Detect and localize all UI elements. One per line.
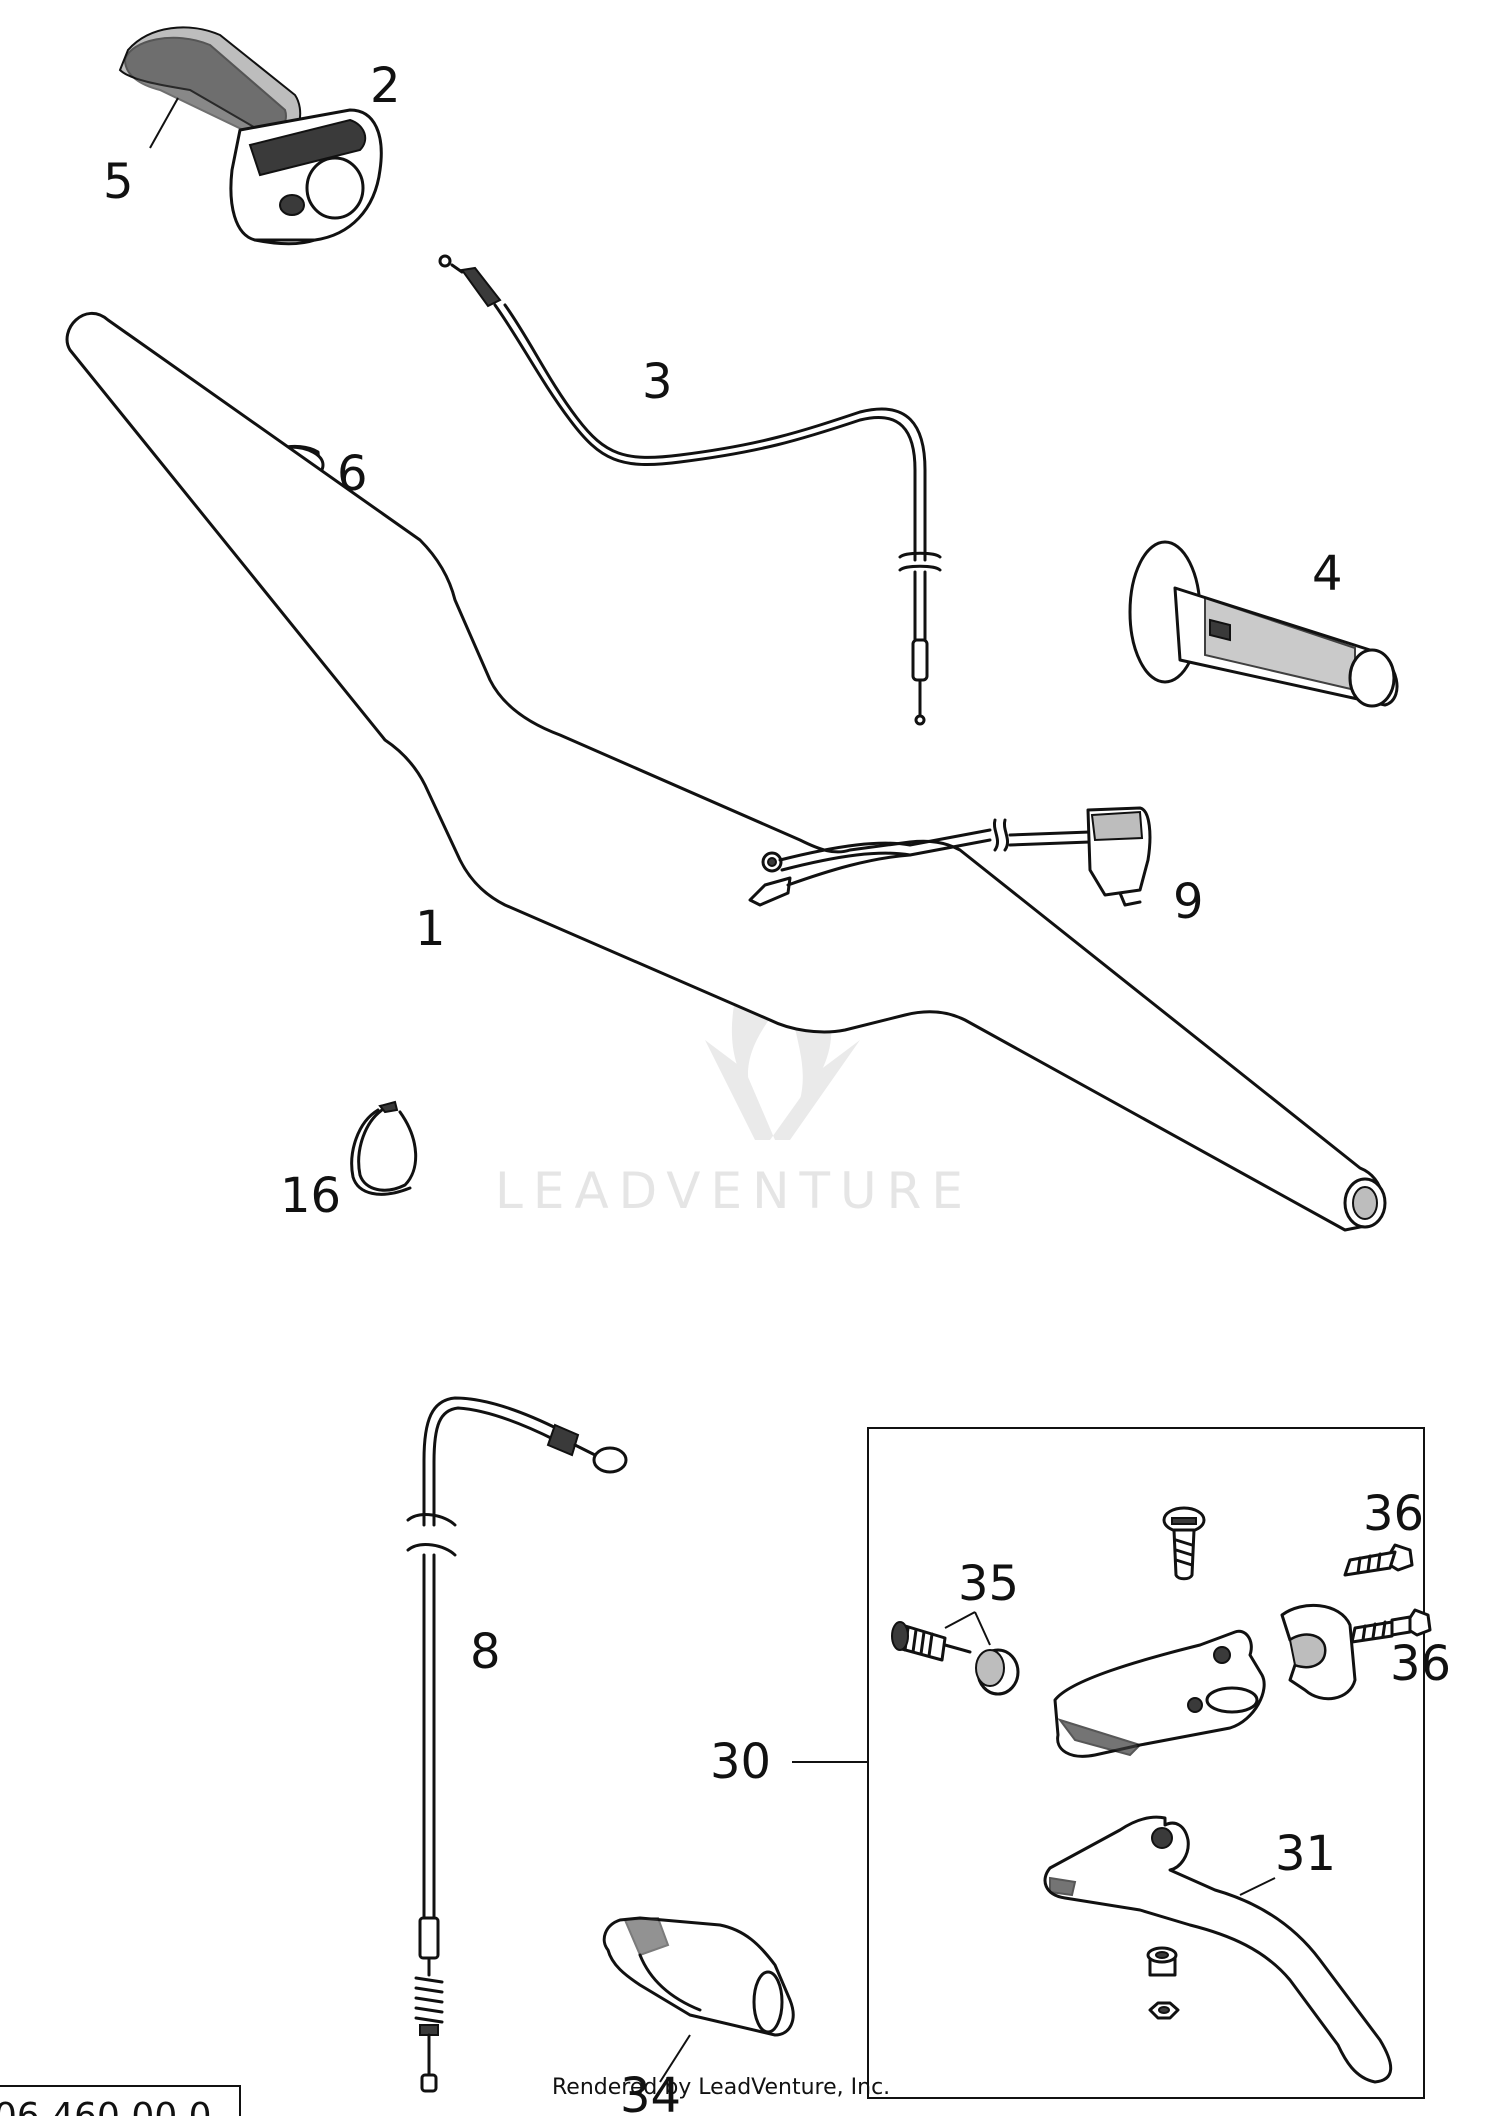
callout-9: 9 — [1173, 874, 1204, 930]
callout-8: 8 — [470, 1624, 501, 1680]
part-16-clamp[interactable] — [350, 1100, 418, 1196]
leader-31 — [1239, 1877, 1276, 1896]
part-30-clutch-lever-assembly[interactable] — [1053, 1506, 1357, 1758]
callout-36-bottom: 36 — [1390, 1636, 1451, 1692]
part-31-clutch-lever[interactable] — [1043, 1815, 1393, 2084]
callout-36-top: 36 — [1363, 1486, 1424, 1542]
callout-16: 16 — [280, 1168, 341, 1224]
callout-3: 3 — [642, 354, 673, 410]
leader-34 — [659, 2034, 691, 2083]
part-4-left-grip[interactable] — [1128, 540, 1399, 708]
callout-31: 31 — [1275, 1826, 1336, 1882]
callout-34: 34 — [620, 2068, 681, 2116]
callout-1: 1 — [415, 901, 446, 957]
part-35-adjuster[interactable] — [891, 1621, 1020, 1696]
diagram-code: 06.460.00.0 — [0, 2096, 212, 2116]
part-8-clutch-cable[interactable] — [406, 1396, 628, 2093]
callout-6: 6 — [337, 446, 368, 502]
part-34-lever-boot[interactable] — [602, 1916, 795, 2037]
leader-35 — [944, 1611, 991, 1646]
callout-35: 35 — [958, 1556, 1019, 1612]
part-36-screws[interactable] — [1343, 1543, 1432, 1644]
callout-5: 5 — [103, 154, 134, 210]
part-2-throttle-housing[interactable] — [118, 26, 383, 246]
callout-4: 4 — [1312, 546, 1343, 602]
watermark-text: LEADVENTURE — [495, 1162, 973, 1220]
part-9-kill-switch[interactable] — [748, 806, 1152, 907]
part-1-handlebar[interactable] — [65, 312, 1387, 1232]
leader-5 — [149, 97, 179, 149]
part-3-throttle-cable[interactable] — [438, 254, 942, 726]
callout-30: 30 — [710, 1734, 771, 1790]
rendered-by-credit: Rendered by LeadVenture, Inc. — [552, 2075, 890, 2100]
diagram-code-box: 06.460.00.0 — [0, 2085, 241, 2116]
callout-2: 2 — [370, 58, 401, 114]
